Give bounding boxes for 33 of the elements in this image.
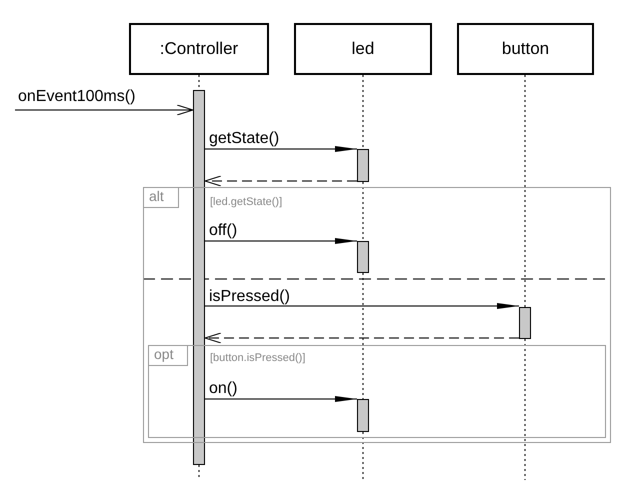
activation-bar [519,307,531,339]
lifeline-head-box [129,23,269,75]
lifeline [362,272,364,400]
lifeline-head-box [294,23,432,75]
lifeline-head-box [457,23,594,75]
message-arrow [204,303,520,309]
combined-fragment [148,345,606,438]
activation-bar [357,241,369,273]
return-message-arrow [204,176,358,186]
guard-condition: [button.isPressed()] [210,352,306,364]
message-label: getState() [209,130,280,148]
lifeline [362,74,364,150]
fragment-operator: alt [144,188,179,208]
message-arrow [204,396,358,402]
lifeline-name: led [352,39,374,59]
lifeline [524,74,526,308]
message-label: isPressed() [209,288,290,306]
activation-bar [357,149,369,182]
fragment-operator: opt [149,346,188,366]
lifeline [362,182,364,242]
return-message-arrow [204,332,520,344]
activation-bar [193,90,205,465]
message-arrow [204,238,358,244]
activation-bar [357,399,369,432]
guard-condition: [led.getState()] [210,196,282,208]
lifeline-name: button [502,39,550,59]
message-arrow [204,146,358,152]
combined-fragment [143,187,611,443]
message-label: onEvent100ms() [18,88,136,106]
message-arrow [14,104,194,116]
message-label: on() [209,380,238,398]
message-label: off() [209,222,238,240]
lifeline-name: :Controller [160,39,238,59]
